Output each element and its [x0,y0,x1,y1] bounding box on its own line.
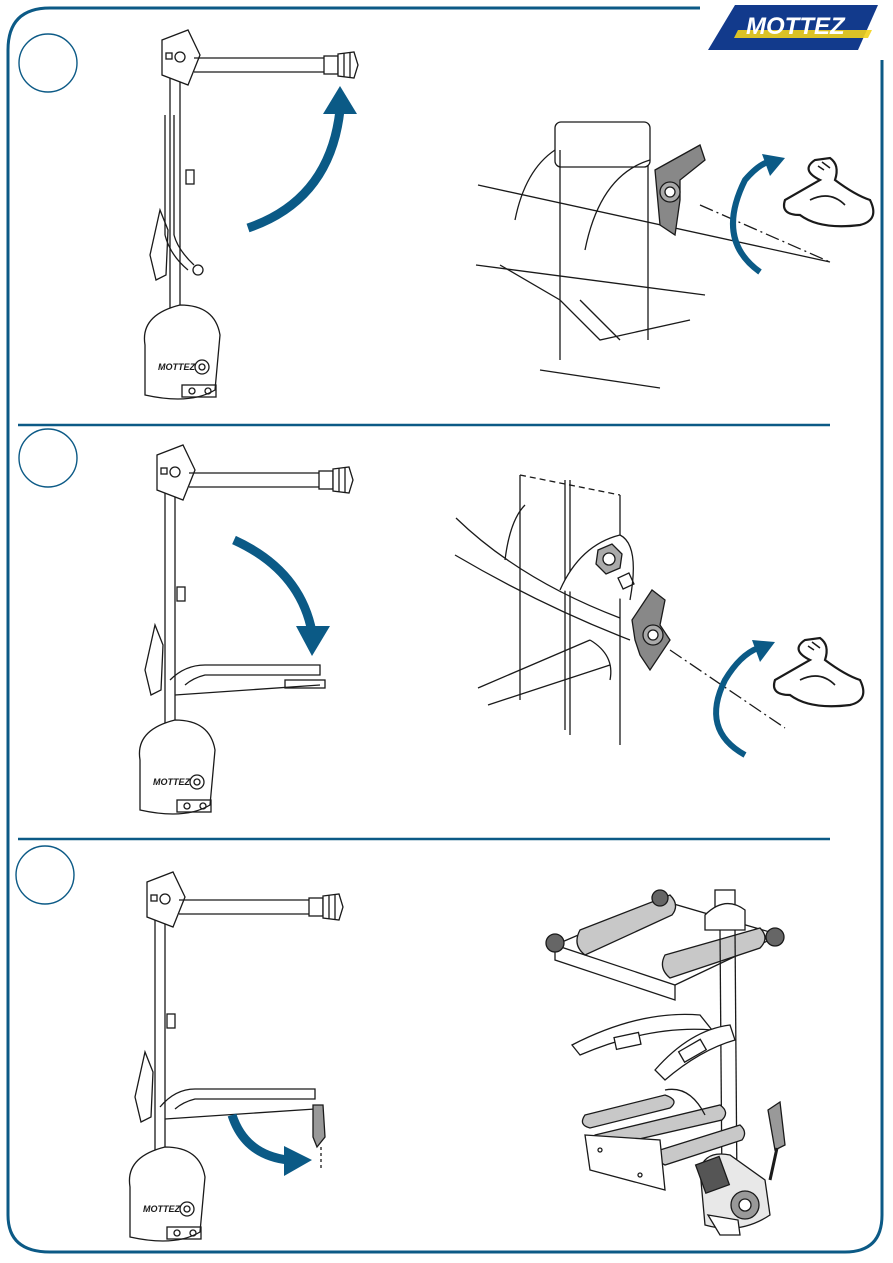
detail-lower-knob [455,475,785,745]
step-2 [19,429,863,814]
rotation-arrow-up [248,86,357,228]
step-3 [16,846,785,1241]
tighten-arrow [733,154,785,272]
step-number-circle [19,34,77,92]
carrier-side-view [129,872,343,1241]
carrier-side-view [144,30,358,399]
rotation-arrow-down-right [232,1115,312,1176]
flexed-arm-icon [774,638,863,706]
step-number-circle [19,429,77,487]
tighten-arrow [716,640,775,755]
flexed-arm-icon [784,158,873,226]
svg-text:MOTTEZ: MOTTEZ [746,13,846,40]
step-1 [19,30,873,399]
page-frame [8,8,882,1252]
detail-assembled-carrier [546,890,785,1235]
rotation-arrow-down [234,540,330,656]
step-number-circle [16,846,74,904]
brand-logo: MOTTEZ [708,5,878,50]
